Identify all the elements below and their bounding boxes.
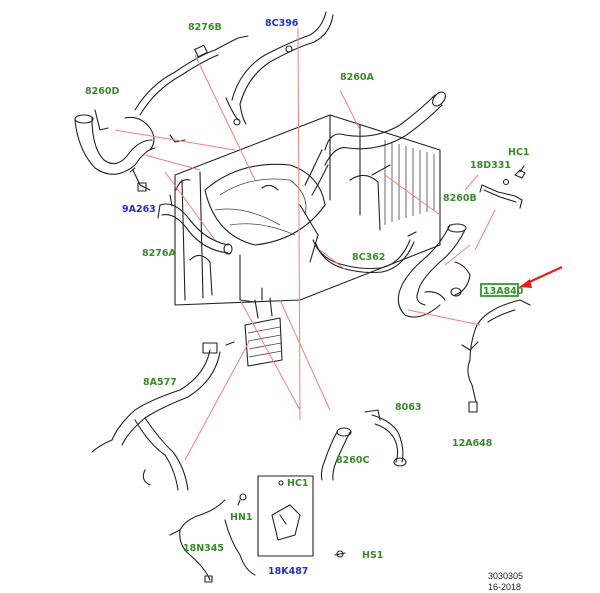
label-8063: 8063 xyxy=(395,402,421,413)
reference-number: 3030305 xyxy=(488,571,523,581)
label-8260C: 8260C xyxy=(336,455,369,466)
label-8276A: 8276A xyxy=(142,248,176,259)
valve-18K487 xyxy=(257,475,314,557)
red-arrow-icon xyxy=(519,266,563,288)
sensor-harness-13A840 xyxy=(461,299,531,413)
reference-date: 16-2018 xyxy=(488,582,521,592)
label-9A263: 9A263 xyxy=(122,204,156,215)
label-8260B: 8260B xyxy=(443,193,477,204)
label-HC1-upper: HC1 xyxy=(508,147,530,158)
hose-8C362 xyxy=(312,231,417,274)
label-12A648: 12A648 xyxy=(452,438,493,449)
label-HN1: HN1 xyxy=(230,512,253,523)
bracket-18D331 xyxy=(479,178,523,209)
hose-8A577 xyxy=(91,341,235,491)
label-18K487: 18K487 xyxy=(268,566,308,577)
label-8C396: 8C396 xyxy=(265,18,299,29)
label-13A840: 13A840 xyxy=(483,286,524,297)
label-18D331: 18D331 xyxy=(470,160,511,171)
label-8260D: 8260D xyxy=(85,86,119,97)
label-8A577: 8A577 xyxy=(143,377,177,388)
label-HC1-lower: HC1 xyxy=(287,478,309,489)
hose-8260D xyxy=(74,109,156,175)
bolt-HC1-upper xyxy=(514,165,526,179)
hose-8276A xyxy=(157,194,233,255)
hose-8276B xyxy=(134,35,249,143)
leader-lines xyxy=(114,27,496,461)
harness-18N345 xyxy=(169,499,256,583)
label-8C362: 8C362 xyxy=(352,252,385,263)
hose-8260B xyxy=(397,223,471,318)
label-8260A: 8260A xyxy=(340,72,374,83)
heat-exchanger-lower xyxy=(244,287,283,367)
radiator-assembly xyxy=(174,114,441,306)
hose-8C396 xyxy=(225,11,334,126)
hose-8260A xyxy=(304,91,446,196)
fastener-HS1 xyxy=(334,550,346,558)
label-8276B: 8276B xyxy=(188,22,222,33)
fastener-HN1 xyxy=(237,493,247,506)
hose-8260C xyxy=(320,427,352,481)
highlight-box xyxy=(480,283,519,297)
hose-8063 xyxy=(364,409,407,467)
label-18N345: 18N345 xyxy=(183,543,224,554)
part-9A263 xyxy=(129,167,151,192)
label-HS1: HS1 xyxy=(362,550,383,561)
